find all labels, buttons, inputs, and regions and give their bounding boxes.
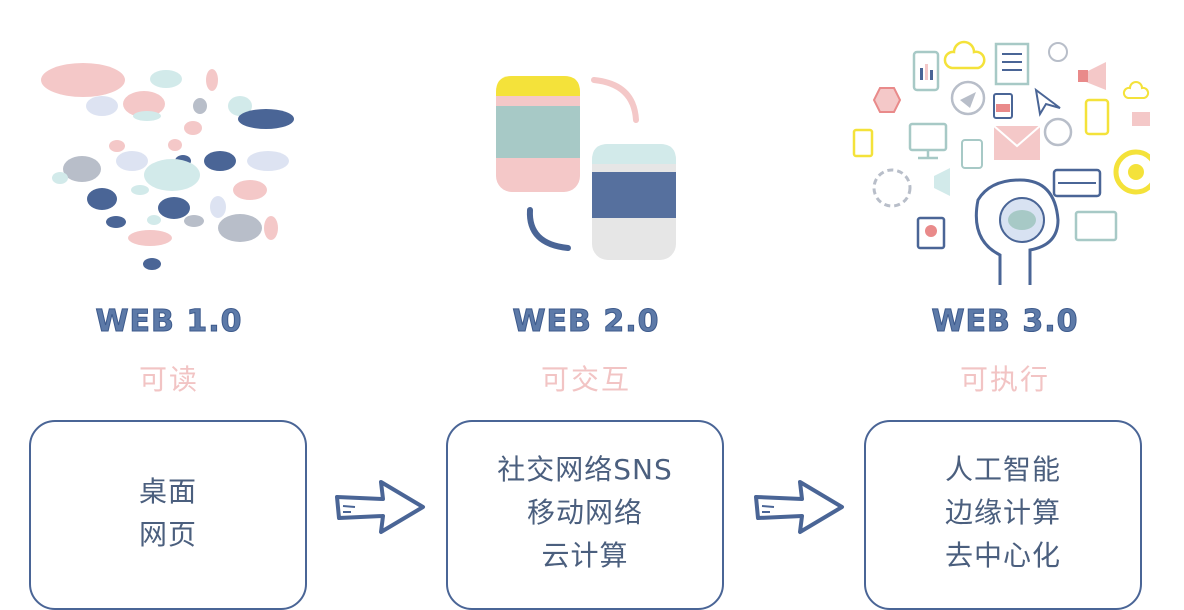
- stage-3-box: 人工智能 边缘计算 去中心化: [864, 420, 1142, 610]
- stage-3-line: 去中心化: [944, 539, 1061, 572]
- device-blocks-icon: [496, 76, 676, 260]
- ai-icon-cloud: [852, 40, 1150, 285]
- stage-1-line: 桌面: [138, 475, 197, 508]
- arrow-right-icon: [335, 480, 425, 534]
- stage-2-line: 云计算: [541, 539, 629, 572]
- stage-1-title: WEB 1.0: [95, 304, 243, 340]
- stage-2-subtitle: 可交互: [540, 363, 631, 396]
- ellipse-cloud-icon: [41, 63, 294, 270]
- stage-2-line: 社交网络SNS: [497, 453, 673, 486]
- stage-3-subtitle: 可执行: [959, 363, 1050, 396]
- stage-3-line: 边缘计算: [944, 496, 1061, 529]
- stage-2-box: 社交网络SNS 移动网络 云计算: [446, 420, 724, 610]
- stage-1-box: 桌面 网页: [29, 420, 307, 610]
- stage-3-title: WEB 3.0: [931, 304, 1079, 340]
- stage-1-subtitle: 可读: [138, 363, 199, 396]
- arrow-right-icon: [754, 480, 844, 534]
- stage-3-line: 人工智能: [944, 453, 1061, 486]
- stage-2-title: WEB 2.0: [512, 304, 660, 340]
- stage-1-line: 网页: [138, 518, 197, 551]
- stage-2-line: 移动网络: [526, 496, 643, 529]
